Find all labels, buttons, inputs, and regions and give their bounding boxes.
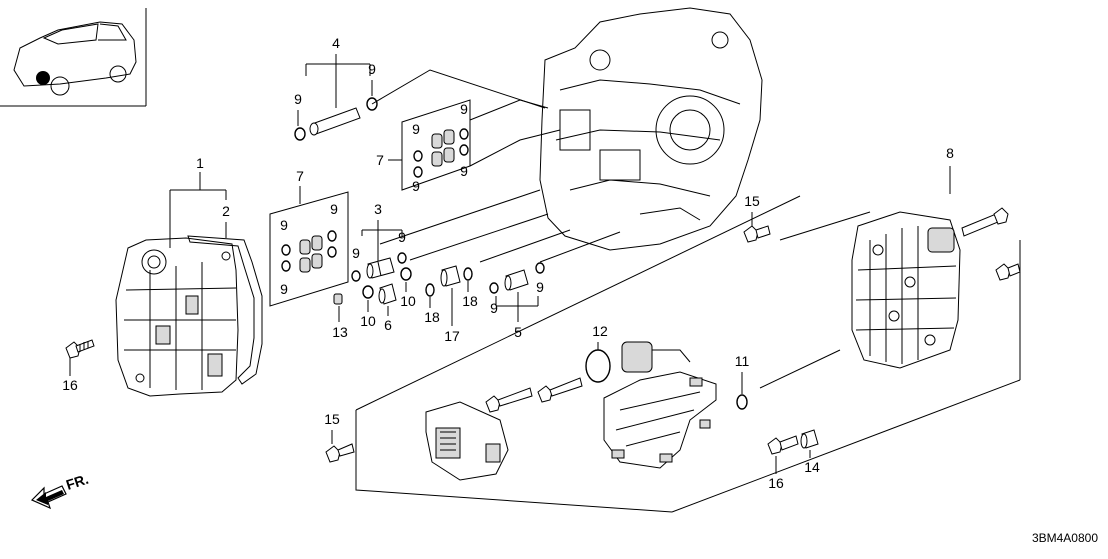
valve-3 <box>366 257 395 279</box>
seal-10 <box>362 285 374 299</box>
callout-7-lower: 7 <box>296 168 304 184</box>
callout-9-b: 9 <box>368 61 376 77</box>
callout-15-upper: 15 <box>744 193 760 209</box>
transmission-case <box>539 7 763 251</box>
valve-5 <box>504 269 529 291</box>
o-ring-9 <box>489 282 499 294</box>
callout-12: 12 <box>592 323 608 339</box>
callout-4-group <box>305 54 371 108</box>
callout-1-group <box>169 172 227 248</box>
o-ring-12 <box>585 349 611 383</box>
callout-10-a: 10 <box>360 313 376 329</box>
o-ring-9 <box>281 260 291 272</box>
callout-3: 3 <box>374 201 382 217</box>
pin-13 <box>333 293 343 305</box>
leader-lines <box>355 69 1021 513</box>
callout-9-d: 9 <box>412 178 420 194</box>
solenoid-harness <box>603 341 717 469</box>
callout-9-j: 9 <box>352 245 360 261</box>
pipe-4 <box>309 107 361 136</box>
callout-6: 6 <box>384 317 392 333</box>
callout-2: 2 <box>222 203 230 219</box>
callout-9-k: 9 <box>398 229 406 245</box>
seal-10 <box>400 267 412 281</box>
callout-18-b: 18 <box>462 293 478 309</box>
o-ring-9 <box>413 150 423 162</box>
callout-13: 13 <box>332 324 348 340</box>
callout-15-lower: 15 <box>324 411 340 427</box>
callout-16-left: 16 <box>62 377 78 393</box>
diagram-code: 3BM4A0800 <box>1032 531 1098 545</box>
callout-16-right: 16 <box>768 475 784 491</box>
vehicle-locator-icon <box>0 8 147 107</box>
plug-6 <box>378 283 397 305</box>
o-ring-9 <box>397 252 407 264</box>
o-ring-11 <box>736 394 748 410</box>
o-ring-9 <box>351 270 361 282</box>
bolt-16-left <box>65 339 95 359</box>
o-ring-18 <box>425 283 435 297</box>
callout-9-l: 9 <box>490 300 498 316</box>
callout-3-group <box>361 220 403 262</box>
o-ring-9 <box>294 127 306 141</box>
o-ring-9 <box>366 97 378 111</box>
front-direction-arrow-icon <box>30 485 67 510</box>
bolt-15-upper <box>743 225 771 243</box>
callout-4: 4 <box>332 35 340 51</box>
callout-9-i: 9 <box>330 201 338 217</box>
front-direction-label: FR. <box>64 471 90 493</box>
bolt-middle-a <box>485 387 533 413</box>
callout-9-c: 9 <box>412 121 420 137</box>
callout-17: 17 <box>444 328 460 344</box>
callout-11: 11 <box>735 353 750 369</box>
callout-7-upper: 7 <box>376 152 384 168</box>
o-ring-9 <box>459 144 469 156</box>
solenoid-plugs-upper <box>431 129 455 167</box>
bolt-16-right <box>767 435 799 455</box>
callout-9-g: 9 <box>280 217 288 233</box>
callout-10-b: 10 <box>400 293 416 309</box>
callout-7-lower-group <box>269 186 349 307</box>
callout-14: 14 <box>804 459 820 475</box>
callout-9-f: 9 <box>460 163 468 179</box>
valve-body-cover <box>115 237 239 397</box>
control-module <box>425 401 509 481</box>
cover-gasket <box>187 235 263 385</box>
bolt-15-lower <box>325 443 355 463</box>
dowel-14 <box>800 429 819 449</box>
callout-9-a: 9 <box>294 91 302 107</box>
callout-5-group <box>495 292 539 322</box>
callout-5: 5 <box>514 324 522 340</box>
bolt-middle-b <box>537 377 583 403</box>
o-ring-9 <box>459 128 469 140</box>
bolt-right-b <box>995 263 1021 281</box>
o-ring-9 <box>327 230 337 242</box>
o-ring-9 <box>535 262 545 274</box>
o-ring-9 <box>413 166 423 178</box>
callout-9-h: 9 <box>280 281 288 297</box>
o-ring-9 <box>281 244 291 256</box>
valve-17 <box>440 265 461 287</box>
callout-9-e: 9 <box>460 101 468 117</box>
o-ring-9 <box>327 246 337 258</box>
callout-1: 1 <box>196 155 204 171</box>
bolt-right-a <box>961 207 1009 237</box>
solenoid-plugs-lower <box>299 235 323 273</box>
callout-18-a: 18 <box>424 309 440 325</box>
o-ring-18 <box>463 267 473 281</box>
callout-8: 8 <box>946 145 954 161</box>
main-valve-body <box>851 211 961 369</box>
callout-9-m: 9 <box>536 279 544 295</box>
callout-7-upper-group <box>388 99 471 191</box>
